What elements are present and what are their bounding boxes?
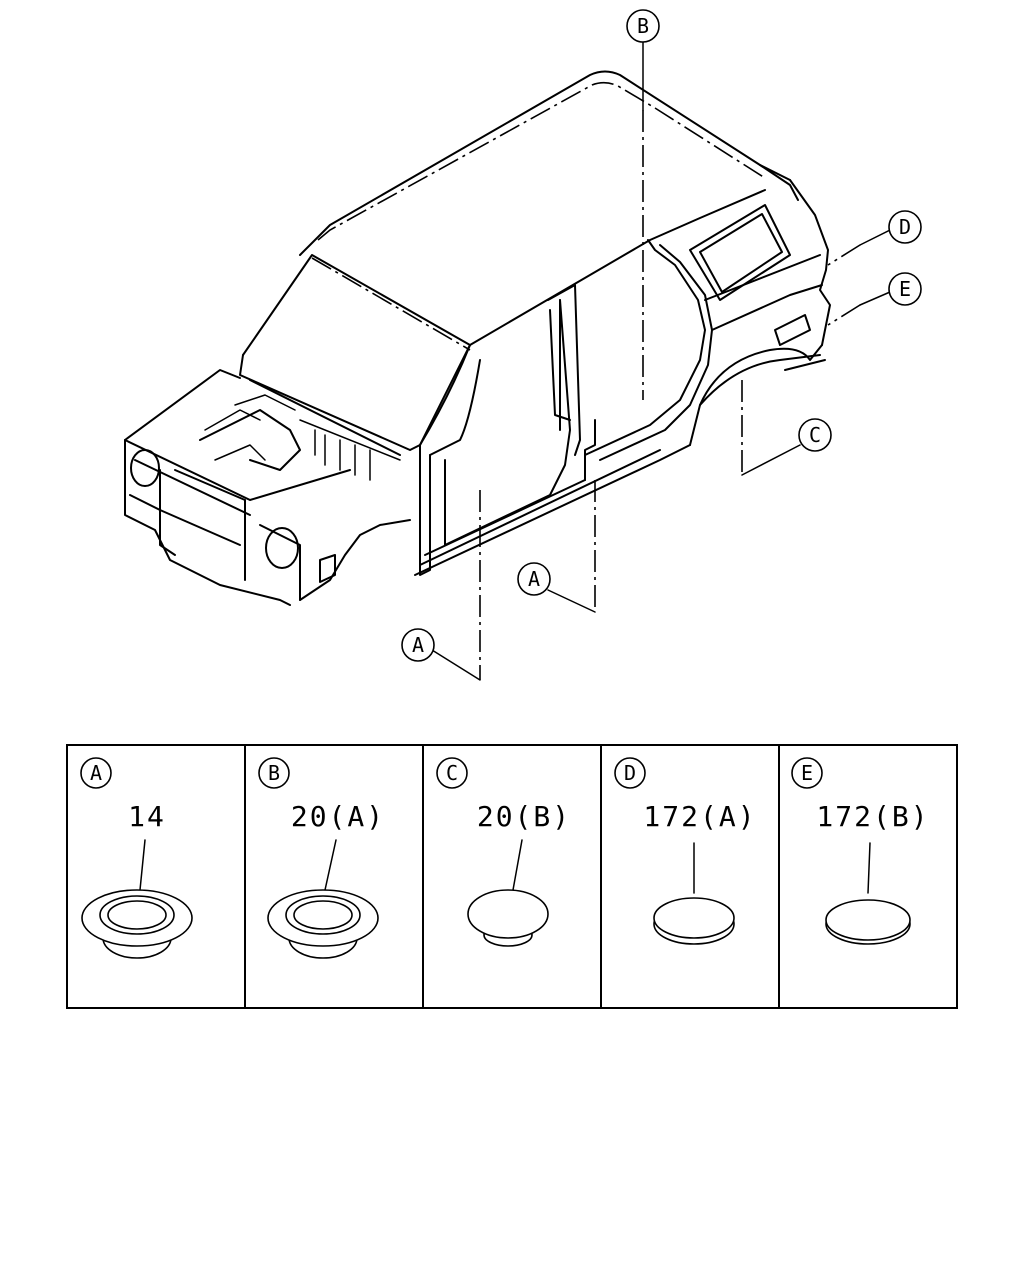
svg-text:C: C xyxy=(446,761,458,785)
svg-text:B: B xyxy=(268,761,280,785)
parts-cell-a: A 14 xyxy=(80,757,193,959)
svg-text:A: A xyxy=(528,567,540,591)
svg-text:172(B): 172(B) xyxy=(816,800,929,833)
svg-text:172(A): 172(A) xyxy=(643,800,756,833)
svg-text:D: D xyxy=(624,761,636,785)
callout-b-top: B xyxy=(626,9,660,43)
vehicle-body-illustration xyxy=(124,70,831,606)
svg-text:E: E xyxy=(801,761,813,785)
callout-c: C xyxy=(798,418,832,452)
parts-cell-d: D 172(A) xyxy=(614,757,756,945)
parts-cell-b: B 20(A) xyxy=(258,757,385,959)
flat-plug-icon xyxy=(653,897,735,945)
dome-plug-icon xyxy=(467,889,549,947)
svg-text:20(A): 20(A) xyxy=(291,800,385,833)
grommet-plug-icon xyxy=(267,889,379,959)
svg-text:A: A xyxy=(90,761,102,785)
parts-cell-e: E 172(B) xyxy=(791,757,929,945)
callout-e: E xyxy=(888,272,922,306)
svg-text:14: 14 xyxy=(128,800,166,833)
svg-text:C: C xyxy=(809,423,821,447)
svg-text:B: B xyxy=(637,14,649,38)
parts-table: A 14 B 20(A) C xyxy=(66,744,958,1009)
grommet-plug-icon xyxy=(81,889,193,959)
flat-plug-icon xyxy=(825,899,911,945)
svg-text:D: D xyxy=(899,215,911,239)
parts-cell-c: C 20(B) xyxy=(436,757,571,947)
svg-text:20(B): 20(B) xyxy=(477,800,571,833)
callout-d: D xyxy=(888,210,922,244)
svg-text:E: E xyxy=(899,277,911,301)
svg-text:A: A xyxy=(412,633,424,657)
callout-a-lower: A xyxy=(401,628,435,662)
leader-lines xyxy=(431,41,891,681)
callout-a-upper: A xyxy=(517,562,551,596)
